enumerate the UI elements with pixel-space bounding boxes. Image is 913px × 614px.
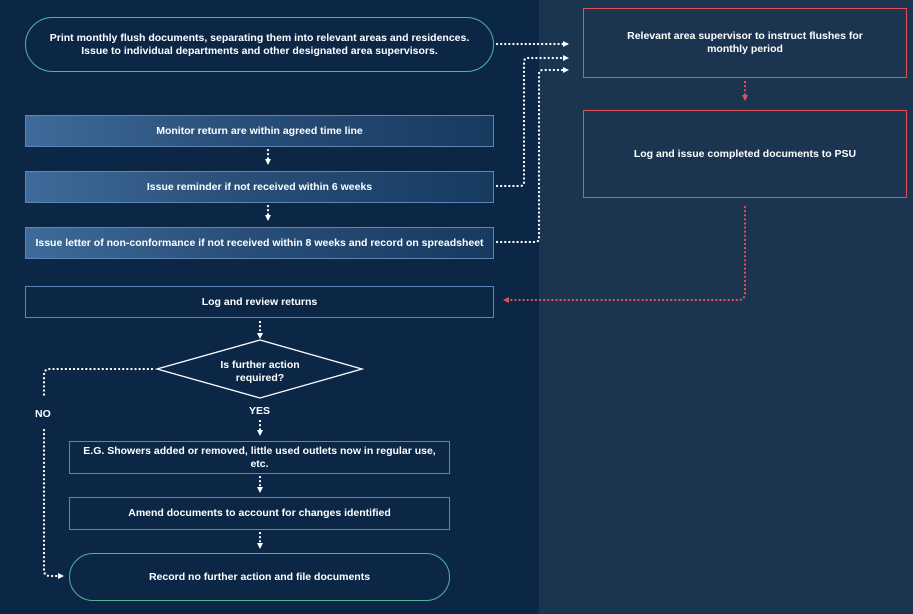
area-supervisor-label: Relevant area supervisor to instruct flu…	[627, 30, 863, 55]
connector-no-upper	[42, 367, 154, 397]
example-changes-label: E.G. Showers added or removed, little us…	[83, 444, 436, 470]
issue-reminder-step: Issue reminder if not received within 6 …	[25, 171, 494, 203]
monitor-return-step: Monitor return are within agreed time li…	[25, 115, 494, 147]
log-issue-psu-label: Log and issue completed documents to PSU	[633, 147, 857, 160]
area-supervisor-step: Relevant area supervisor to instruct flu…	[583, 8, 907, 78]
amend-documents-label: Amend documents to account for changes i…	[128, 507, 391, 519]
monitor-return-label: Monitor return are within agreed time li…	[156, 124, 363, 137]
print-documents-label: Print monthly flush documents, separatin…	[49, 31, 470, 57]
right-panel	[539, 0, 913, 614]
amend-documents-step: Amend documents to account for changes i…	[69, 497, 450, 530]
issue-letter-step: Issue letter of non-conformance if not r…	[25, 227, 494, 259]
log-review-label: Log and review returns	[201, 295, 318, 308]
record-no-action-step: Record no further action and file docume…	[69, 553, 450, 601]
example-changes-step: E.G. Showers added or removed, little us…	[69, 441, 450, 474]
issue-letter-label: Issue letter of non-conformance if not r…	[35, 236, 484, 249]
connector-no-lower	[42, 428, 64, 579]
log-issue-psu-step: Log and issue completed documents to PSU	[583, 110, 907, 198]
record-no-action-label: Record no further action and file docume…	[148, 570, 371, 583]
yes-label: YES	[249, 405, 271, 417]
log-review-step: Log and review returns	[25, 286, 494, 318]
issue-reminder-label: Issue reminder if not received within 6 …	[146, 180, 373, 193]
decision-label: Is further action required?	[220, 359, 300, 384]
print-documents-step: Print monthly flush documents, separatin…	[25, 17, 494, 72]
no-label: NO	[35, 408, 51, 420]
